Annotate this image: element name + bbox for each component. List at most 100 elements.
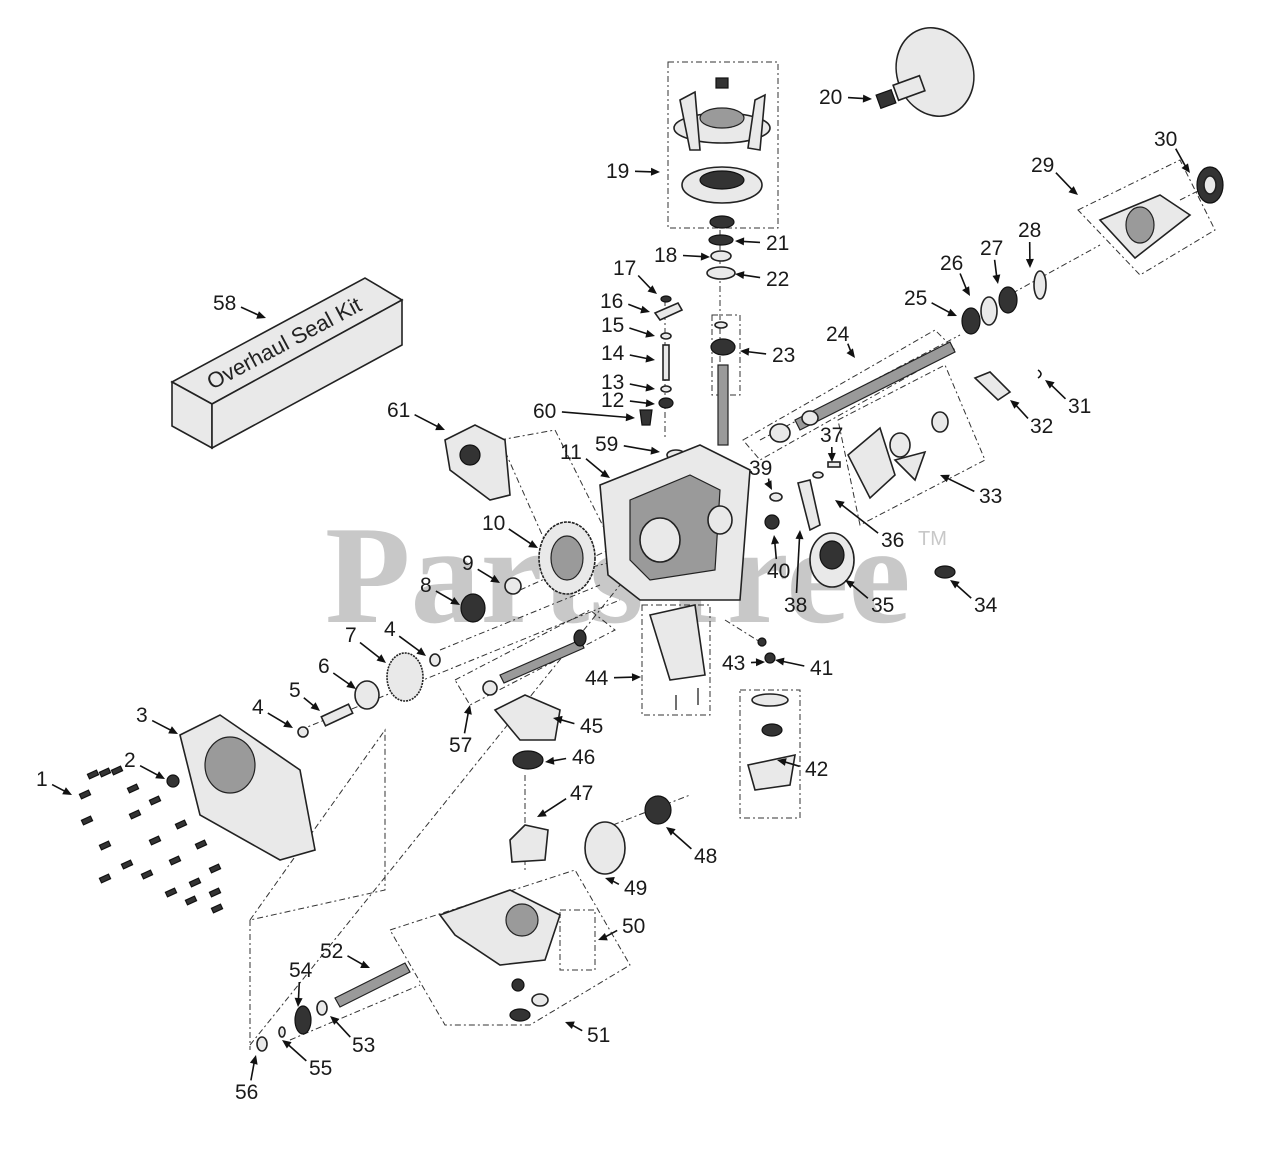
callout-label: 15 xyxy=(601,314,624,337)
callout-arrowhead xyxy=(947,308,957,317)
part-29-hub xyxy=(1098,194,1192,260)
callout-30: 30 xyxy=(1154,128,1190,173)
part-33-group-box xyxy=(837,364,986,526)
callout-arrowhead xyxy=(835,500,845,509)
callout-arrowhead xyxy=(735,237,745,246)
callout-leader xyxy=(629,383,650,389)
callout-59: 59 xyxy=(595,433,660,456)
callout-leader xyxy=(332,672,352,687)
callout-arrowhead xyxy=(640,305,650,314)
callout-leader xyxy=(435,590,456,603)
callout-52: 52 xyxy=(320,940,370,968)
callout-label: 47 xyxy=(570,782,593,805)
control-parts xyxy=(764,461,956,588)
callout-label: 41 xyxy=(810,657,833,680)
callout-leader xyxy=(250,1060,256,1081)
callout-arrowhead xyxy=(155,771,165,779)
callout-leader xyxy=(414,413,440,429)
watermark-trademark: TM xyxy=(918,528,947,550)
callout-4b: 4 xyxy=(384,618,426,656)
callout-leader xyxy=(561,411,630,419)
part-52-motor-shaft xyxy=(334,962,411,1008)
callout-arrowhead xyxy=(764,480,772,490)
callout-leader xyxy=(740,240,761,244)
callout-36: 36 xyxy=(835,500,904,552)
callout-arrowhead xyxy=(553,715,563,724)
callout-arrowhead xyxy=(735,271,745,279)
callout-label: 52 xyxy=(320,940,343,963)
callout-3: 3 xyxy=(136,704,178,734)
callout-25: 25 xyxy=(904,287,957,317)
bolt xyxy=(164,887,178,898)
callout-label: 5 xyxy=(289,679,301,702)
part-44-guard xyxy=(648,604,706,710)
part-31-clip xyxy=(1037,369,1042,379)
pump-parts xyxy=(493,694,672,875)
bolt xyxy=(86,769,100,780)
bolt xyxy=(126,783,140,794)
callout-15: 15 xyxy=(601,314,655,338)
callout-arrowhead xyxy=(376,654,386,663)
callout-34: 34 xyxy=(950,580,998,617)
callout-4a: 4 xyxy=(252,696,293,728)
callout-leader xyxy=(682,254,705,258)
callout-leader xyxy=(347,955,365,967)
callout-label: 30 xyxy=(1154,128,1177,151)
callout-label: 21 xyxy=(766,232,789,255)
callout-label: 55 xyxy=(309,1057,332,1080)
callout-label: 12 xyxy=(601,389,624,412)
callout-leader xyxy=(1049,383,1067,400)
callout-label: 42 xyxy=(805,758,828,781)
callout-label: 27 xyxy=(980,237,1003,260)
callout-leader xyxy=(629,327,650,336)
callout-29: 29 xyxy=(1031,154,1078,195)
callout-leader xyxy=(745,350,767,355)
part-2-plug xyxy=(166,774,180,788)
part-10-gear xyxy=(538,521,596,595)
part-42-assembly xyxy=(746,693,796,791)
callout-label: 22 xyxy=(766,268,789,291)
callout-label: 18 xyxy=(654,244,677,267)
callout-label: 26 xyxy=(940,252,963,275)
callout-leader xyxy=(740,273,761,279)
bolt xyxy=(148,795,162,806)
callout-arrowhead xyxy=(416,647,426,656)
callout-19: 19 xyxy=(606,160,660,183)
callout-label: 45 xyxy=(580,715,603,738)
bolt xyxy=(188,877,202,888)
callout-label: 8 xyxy=(420,574,432,597)
callout-leader xyxy=(477,568,496,581)
bolt xyxy=(80,815,94,826)
bolt xyxy=(208,887,222,898)
callout-leader xyxy=(541,798,567,815)
callout-label: 31 xyxy=(1068,395,1091,418)
callout-leader xyxy=(585,458,606,476)
callout-label: 49 xyxy=(624,877,647,900)
callout-label: 59 xyxy=(595,433,618,456)
callout-leader xyxy=(637,274,653,291)
callout-arrowhead xyxy=(1025,258,1034,268)
callout-leader xyxy=(795,535,801,594)
callout-arrowhead xyxy=(962,286,970,296)
callout-arrowhead xyxy=(650,167,660,176)
callout-arrowhead xyxy=(827,452,836,462)
callout-leader xyxy=(267,712,289,726)
callout-label: 23 xyxy=(772,344,795,367)
callout-arrowhead xyxy=(283,720,293,728)
callout-label: 40 xyxy=(767,560,790,583)
callout-arrowhead xyxy=(845,580,855,589)
callout-7: 7 xyxy=(345,624,386,663)
callout-35: 35 xyxy=(845,580,894,617)
callout-56: 56 xyxy=(235,1055,258,1104)
callout-leader xyxy=(1014,403,1029,419)
callout-55: 55 xyxy=(282,1040,332,1080)
callout-leader xyxy=(945,476,975,493)
callout-label: 56 xyxy=(235,1081,258,1104)
callout-arrowhead xyxy=(256,311,266,319)
callout-leader xyxy=(954,582,972,599)
callout-arrowhead xyxy=(775,657,785,666)
callout-leader xyxy=(629,354,650,360)
callout-leader xyxy=(839,502,879,534)
callout-arrowhead xyxy=(795,530,804,540)
